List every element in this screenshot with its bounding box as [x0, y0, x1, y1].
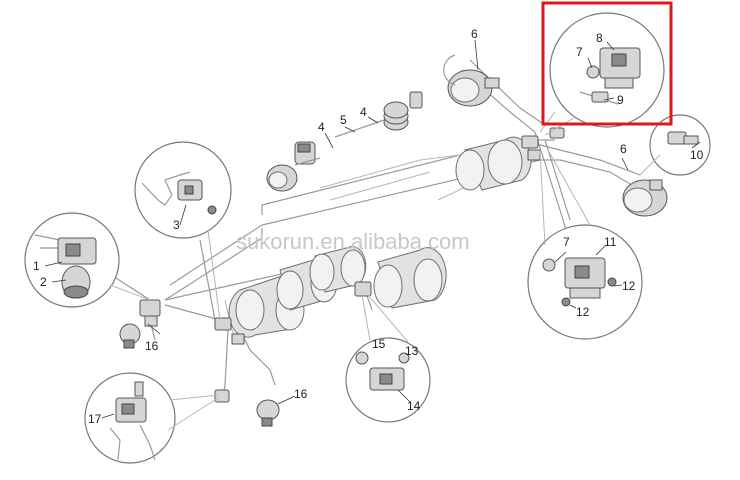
brake-chamber-16-upper	[119, 323, 141, 349]
brake-chamber-front	[443, 54, 500, 107]
detail-bubble-13-14-15	[345, 337, 431, 423]
callout-7-bubble: 7	[563, 235, 570, 249]
callout-2: 2	[40, 275, 47, 289]
air-tank-upper	[455, 136, 532, 191]
coil-pipe-assembly	[334, 91, 423, 138]
callout-7-top: 7	[576, 45, 583, 59]
callout-4-right: 4	[360, 105, 367, 119]
callout-3: 3	[173, 218, 180, 232]
callout-leaders	[147, 39, 629, 405]
callout-12-right: 12	[622, 279, 636, 293]
bubble-connectors	[109, 111, 661, 431]
callout-17: 17	[88, 412, 102, 426]
callout-13: 13	[405, 344, 419, 358]
detail-bubble-7-11-12	[527, 224, 643, 340]
detail-bubble-17	[84, 372, 176, 464]
callout-14: 14	[407, 399, 421, 413]
air-dryer-assembly	[266, 141, 321, 192]
callout-9: 9	[617, 93, 624, 107]
callout-1: 1	[33, 259, 40, 273]
callout-6-right: 6	[620, 142, 627, 156]
highlight-box	[541, 1, 673, 126]
watermark-text: sukorun.en.alibaba.com	[236, 229, 470, 254]
callout-8: 8	[596, 31, 603, 45]
callout-16-lower: 16	[294, 387, 308, 401]
callout-15: 15	[372, 337, 386, 351]
callout-labels: 1 2 3 4 4 5 6 6 7 7 8 9 10 11 12 12 13 1…	[33, 27, 704, 426]
callout-4-left: 4	[318, 120, 325, 134]
brake-chamber-16-lower	[256, 399, 280, 427]
callout-11: 11	[604, 235, 617, 249]
callout-12-bottom: 12	[576, 305, 590, 319]
detail-bubble-1-2	[24, 212, 120, 308]
callout-5: 5	[340, 113, 347, 127]
detail-bubble-10	[649, 114, 711, 176]
detail-bubble-7-8-9	[549, 12, 665, 128]
valve-cluster-left	[139, 299, 245, 403]
callout-6-top: 6	[471, 27, 478, 41]
air-tank-right-lower	[373, 247, 447, 309]
brake-chamber-rear	[622, 179, 668, 217]
callout-10: 10	[690, 148, 704, 162]
detail-bubble-3	[134, 141, 232, 239]
callout-16-upper: 16	[145, 339, 159, 353]
